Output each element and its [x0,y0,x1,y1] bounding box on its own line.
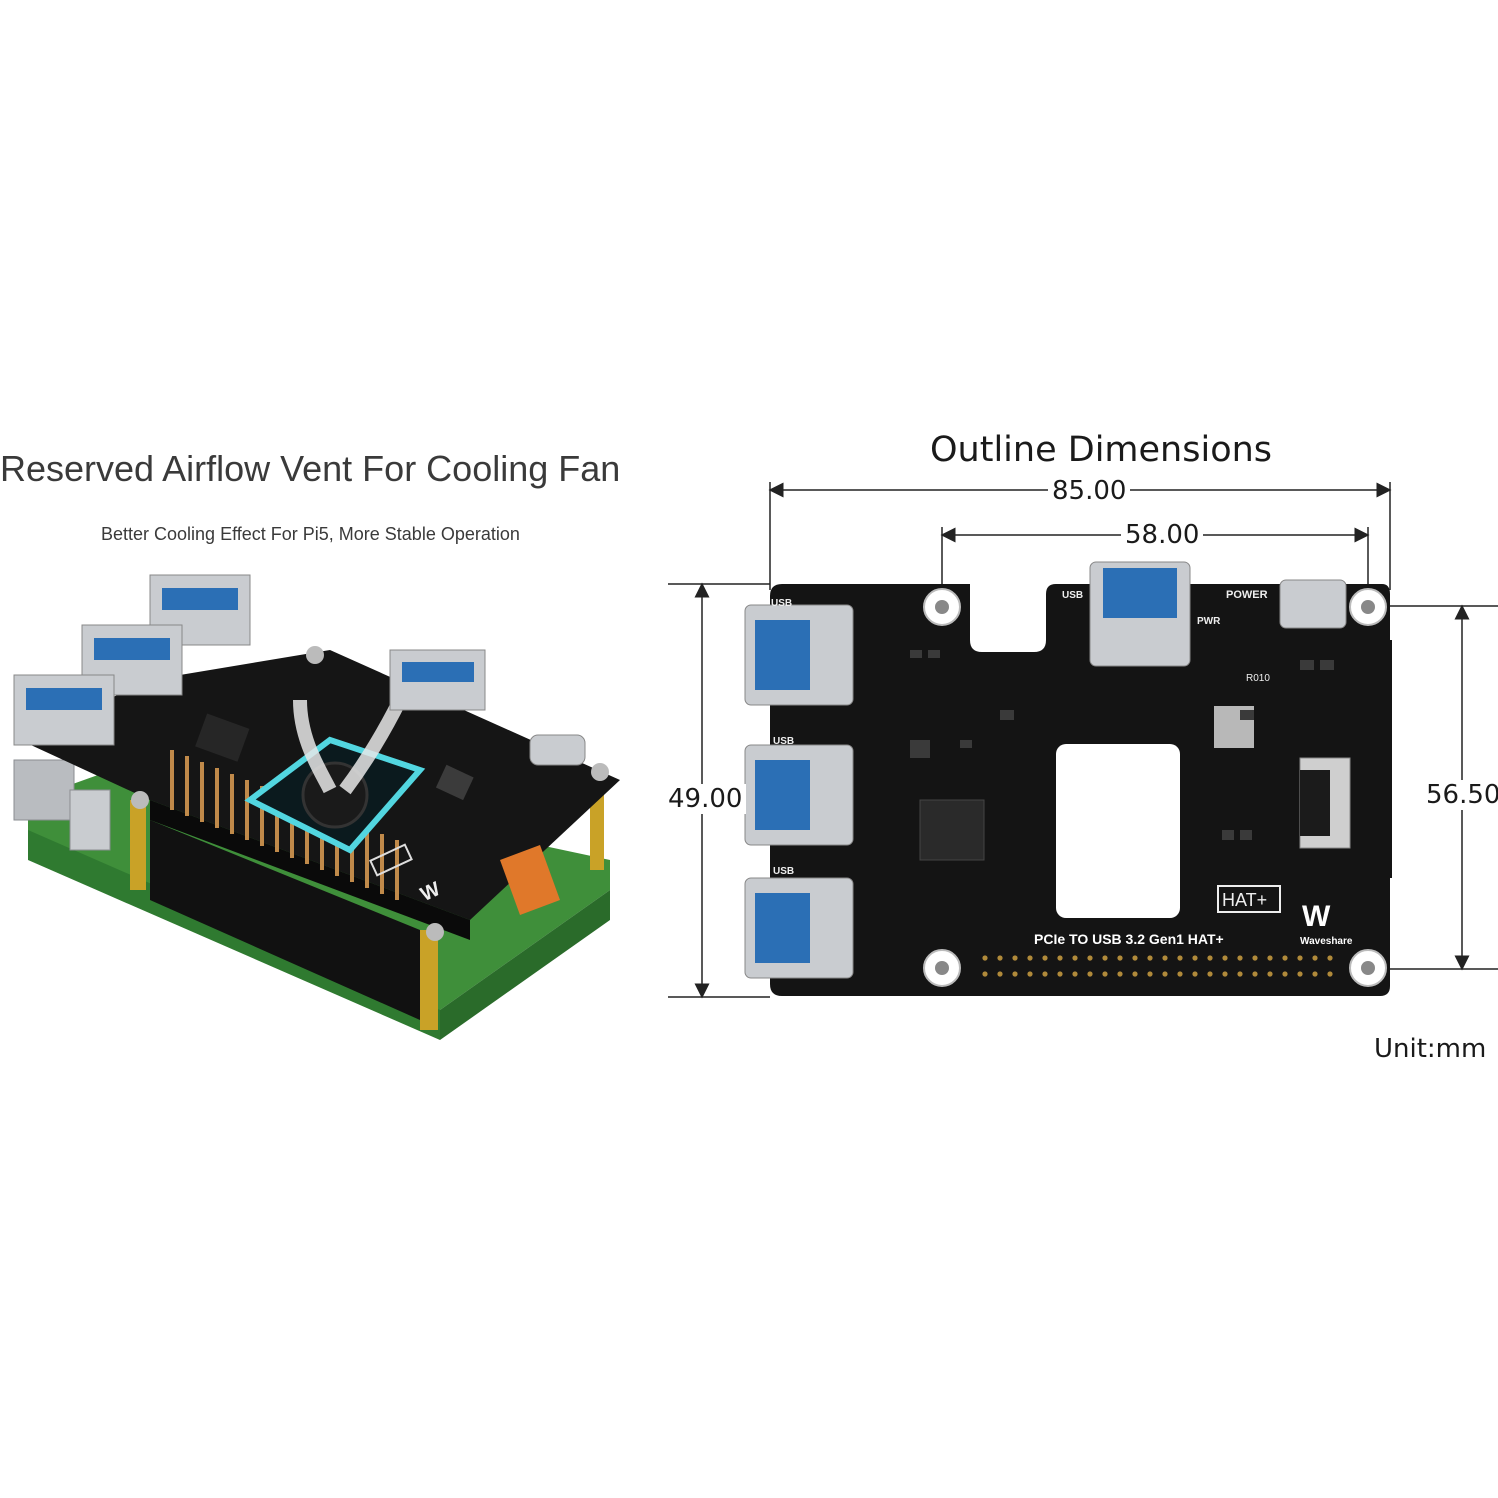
hat-plus-silk-label: HAT+ [1222,890,1267,910]
standoff [420,930,438,1030]
waveshare-logo-mark: W [1302,900,1331,933]
waveshare-brand-label: Waveshare [1300,936,1353,947]
usb-c-port [529,734,586,766]
standoff [130,800,146,890]
airflow-arrow [293,699,337,794]
dimension-drawing: USB USB USB USB POWER PWR R010 HAT+ PCIe… [668,482,1498,999]
dimension-hole-spacing-y: 56.50 [1422,780,1498,810]
board-model-label: PCIe TO USB 3.2 Gen1 HAT+ [1034,931,1224,947]
dimension-overall-height: 49.00 [664,784,747,814]
controller-chip [919,799,985,861]
pwr-silk-label: PWR [1197,616,1221,627]
left-panel-title: Reserved Airflow Vent For Cooling Fan [0,448,621,489]
fan-window [1056,744,1180,918]
ffc-cable [500,845,560,915]
dimension-overall-width: 85.00 [1048,476,1131,506]
usb-silk-label: USB [1062,590,1083,601]
usb-silk-label: USB [773,736,794,747]
usb-port-stack [13,574,486,746]
usb-silk-label: USB [773,866,794,877]
airflow-arrow [339,696,407,795]
hat-on-pi-product-photo: W [13,574,620,1040]
usb-silk-label: USB [771,598,792,609]
left-panel-subtitle: Better Cooling Effect For Pi5, More Stab… [101,524,520,544]
standoff [590,790,604,870]
usb-c-port [1279,579,1347,629]
outline-dimensions-title: Outline Dimensions [930,430,1273,470]
unit-label: Unit:mm [1374,1034,1487,1064]
usb-port-top [1089,561,1191,667]
power-silk-label: POWER [1226,589,1268,601]
gpio-header-block [150,820,420,1020]
usb-ports-left [744,604,854,979]
gpio-pin-row [982,955,1333,977]
dimension-hole-spacing-x: 58.00 [1121,520,1204,550]
resistor-silk-label: R010 [1246,673,1270,684]
